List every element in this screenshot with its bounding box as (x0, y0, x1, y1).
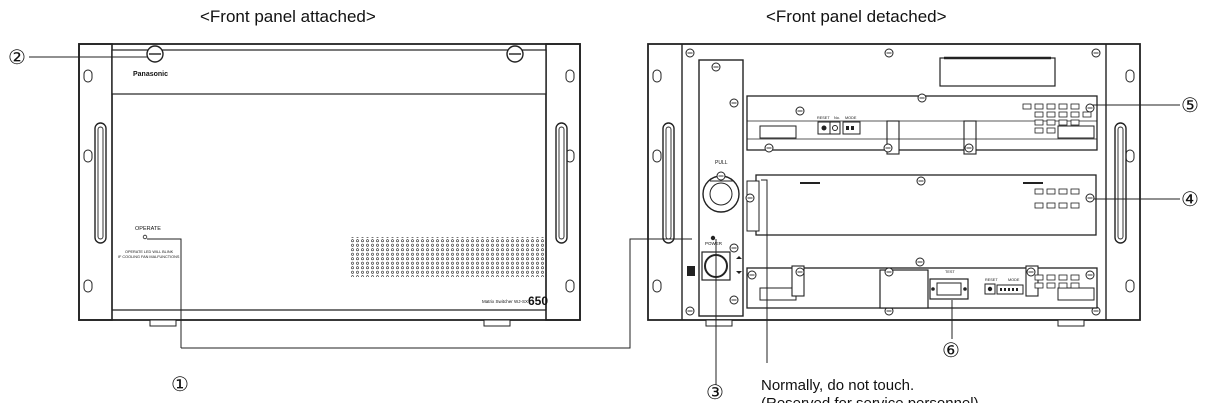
callout-3: ③ (706, 382, 724, 403)
panel-screw-left[interactable] (146, 45, 164, 63)
note-line-2: (Reserved for service personnel) (761, 395, 979, 403)
model-prefix: Matrix Switcher WJ-SX (482, 299, 528, 304)
bottom-card-reset: RESET (985, 278, 998, 282)
callout-5: ⑤ (1181, 95, 1199, 117)
model-number: 650 (528, 294, 548, 308)
bottom-card-test: TEST (945, 270, 955, 274)
vent-grill (349, 237, 544, 277)
top-card-reset: RESET (817, 116, 830, 120)
brand-logo: Panasonic (133, 71, 168, 78)
bottom-card-leds (1034, 274, 1080, 289)
pull-knob[interactable] (702, 171, 740, 213)
card-bottom: TEST RESET MODE (746, 257, 1098, 309)
power-led (710, 235, 716, 241)
bottom-card-mode: MODE (1008, 278, 1020, 282)
note-line-1: Normally, do not touch. (761, 377, 914, 394)
callout-2: ② (8, 47, 26, 69)
panel-screw-right[interactable] (506, 45, 524, 63)
test-port[interactable] (929, 278, 969, 300)
top-card-mode: MODE (845, 116, 857, 120)
operate-label: OPERATE (135, 226, 161, 232)
leader-lines (29, 56, 1180, 385)
warning-line-1: OPERATE LED WILL BLINK (125, 250, 174, 254)
callout-6: ⑥ (942, 340, 960, 362)
title-detached: <Front panel detached> (766, 7, 947, 26)
title-attached: <Front panel attached> (200, 7, 376, 26)
pull-label: PULL (715, 160, 728, 166)
warning-line-2: IF COOLING FAN MALFUNCTIONS (118, 255, 180, 259)
card-middle (745, 174, 1097, 236)
top-card-leds (1022, 103, 1092, 134)
callout-1: ① (171, 374, 189, 396)
card-top: RESET No. MODE (746, 93, 1098, 155)
operate-led (142, 234, 148, 240)
middle-card-leds (1034, 188, 1080, 209)
power-module: PULL POWER (687, 59, 744, 317)
callout-4: ④ (1181, 189, 1199, 211)
power-label: POWER (705, 241, 723, 246)
right-unit: PULL POWER (647, 43, 1141, 327)
left-unit: Panasonic OPERATE OPERATE LED WILL BLINK… (78, 43, 581, 327)
top-card-no: No. (834, 116, 840, 120)
